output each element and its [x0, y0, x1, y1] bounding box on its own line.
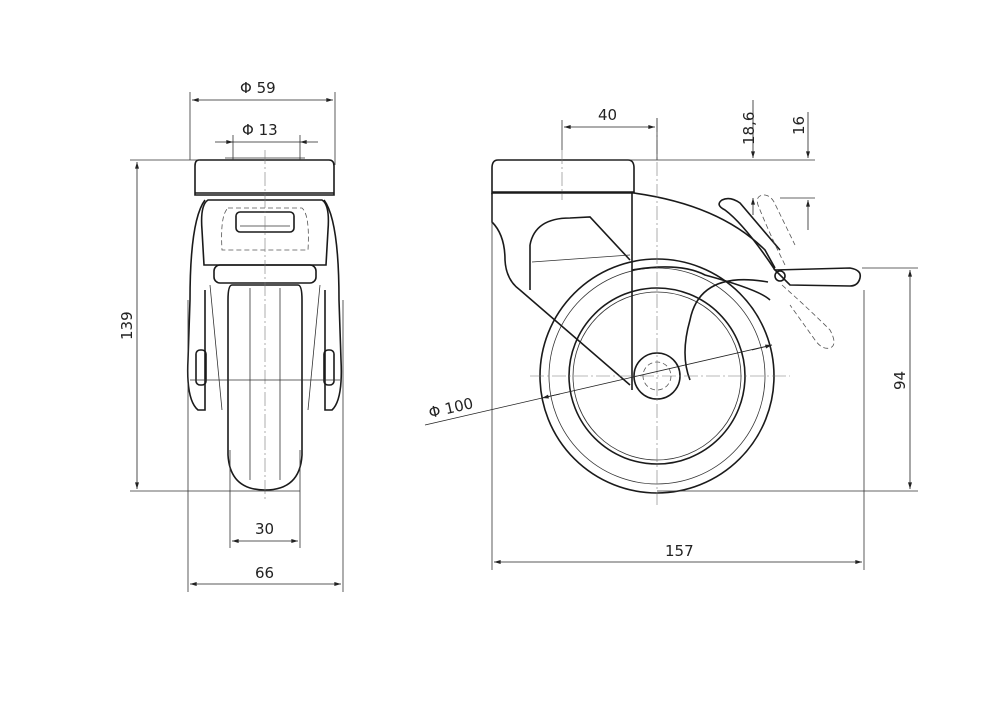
side-view [491, 118, 862, 505]
front-view [186, 150, 343, 500]
top-plate [194, 159, 335, 196]
side-dimensions: 40 18,6 16 Φ 100 94 157 [424, 100, 918, 570]
dim-brake-height-2: 16 [790, 116, 808, 135]
top-plate-side [491, 159, 635, 194]
swivel-housing [491, 192, 776, 386]
fork [186, 199, 343, 411]
dim-plate-diameter: Φ 59 [240, 79, 276, 97]
dim-wheel-diameter: Φ 100 [427, 394, 475, 422]
front-dimensions: Φ 59 Φ 13 139 30 66 [118, 79, 344, 592]
dim-overall-width: 66 [255, 564, 274, 582]
dim-wheel-width: 30 [255, 520, 274, 538]
dim-brake-height-1: 18,6 [740, 112, 758, 145]
dim-overall-height: 139 [118, 311, 136, 340]
dim-bolt-hole: Φ 13 [242, 121, 278, 139]
dim-overall-length: 157 [665, 542, 694, 560]
brake-pedal [773, 267, 862, 287]
dim-offset: 40 [598, 106, 617, 124]
dim-brake-pedal-height: 94 [891, 371, 909, 390]
